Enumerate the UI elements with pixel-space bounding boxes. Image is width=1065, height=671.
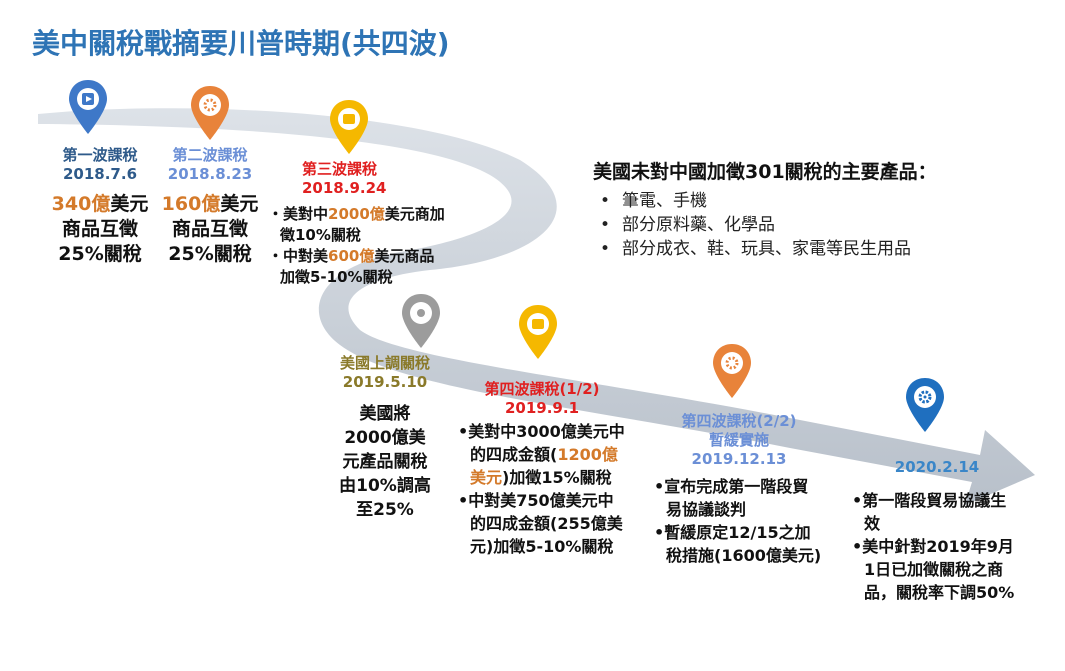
- page-title: 美中關稅戰摘要川普時期(共四波): [32, 27, 450, 60]
- stage-bullets: •第一階段貿易協議生效 •美中針對2019年9月1日已加徵關稅之商品，關稅率下調…: [852, 489, 1022, 604]
- stage-date: 2019.9.1: [504, 399, 580, 417]
- bullet-item: •暫緩原定12/15之加稅措施(1600億美元): [654, 523, 822, 565]
- map-pin-wave4b: [713, 344, 751, 398]
- map-pin-wave4a: [519, 305, 557, 359]
- map-pin-wave1: [69, 80, 107, 134]
- stage-date: 2019.12.13: [691, 450, 787, 468]
- stage-wave4b: 第四波課稅(2/2) 暫緩實施 2019.12.13 •宣布完成第一階段貿易協議…: [654, 412, 824, 567]
- stage-amount: 160億美元: [161, 193, 259, 215]
- bullet-item: •美對中3000億美元中的四成金額(1200億美元)加徵15%關稅: [458, 422, 625, 487]
- stage-label: 第四波課稅(1/2): [484, 380, 600, 398]
- bullet-item: •宣布完成第一階段貿易協議談判: [654, 477, 809, 519]
- stage-date: 2019.5.10: [342, 373, 428, 391]
- stage-date: 2018.7.6: [62, 165, 138, 183]
- stage-wave4a: 第四波課稅(1/2) 2019.9.1 •美對中3000億美元中的四成金額(12…: [458, 380, 626, 558]
- box-icon: [343, 114, 355, 124]
- bullet-item: ・中對美600億美元商品加徵5-10%關稅: [268, 247, 435, 286]
- stage-line: 元產品關稅: [342, 452, 428, 472]
- stage-label: 第一波課稅: [62, 146, 138, 164]
- stage-wave2: 第二波課稅 2018.8.23 160億美元 商品互徵 25%關稅: [150, 146, 270, 267]
- stage-bullets: ・美對中2000億美元商加徵10%關稅 ・中對美600億美元商品加徵5-10%關…: [268, 204, 448, 288]
- stage-us-raise: 美國上調關稅 2019.5.10 美國將 2000億美 元產品關稅 由10%調高…: [325, 354, 445, 522]
- map-pin-wave3: [330, 100, 368, 154]
- bullet-item: •中對美750億美元中的四成金額(255億美元)加徵5-10%關稅: [458, 491, 623, 556]
- stage-date: 2020.2.14: [894, 458, 980, 476]
- stage-label: 美國上調關稅: [339, 354, 430, 372]
- map-pin-us-raise: [402, 294, 440, 348]
- pin-icon: [417, 309, 425, 317]
- stage-line: 2000億美: [344, 428, 426, 448]
- product-item: 部分成衣、鞋、玩具、家電等民生用品: [600, 237, 911, 261]
- stage-date: 2018.9.24: [302, 179, 387, 197]
- stage-line: 由10%調高: [339, 476, 431, 496]
- stage-amount: 340億美元: [51, 193, 149, 215]
- stage-wave3: 第三波課稅 2018.9.24 ・美對中2000億美元商加徵10%關稅 ・中對美…: [268, 160, 448, 288]
- stage-bullets: •宣布完成第一階段貿易協議談判 •暫緩原定12/15之加稅措施(1600億美元): [654, 475, 824, 567]
- product-item: 部分原料藥、化學品: [600, 213, 911, 237]
- bullet-item: ・美對中2000億美元商加徵10%關稅: [268, 205, 445, 244]
- stage-line: 至25%: [356, 500, 414, 520]
- play-icon: [82, 93, 94, 105]
- stage-line: 25%關稅: [58, 243, 142, 265]
- stage-line: 25%關稅: [168, 243, 252, 265]
- stage-date: 2018.8.23: [167, 165, 253, 183]
- stage-label: 第四波課稅(2/2): [681, 412, 797, 430]
- stage-line: 美國將: [359, 404, 411, 424]
- products-list: 筆電、手機 部分原料藥、化學品 部分成衣、鞋、玩具、家電等民生用品: [600, 189, 911, 261]
- stage-wave1: 第一波課稅 2018.7.6 340億美元 商品互徵 25%關稅: [40, 146, 160, 267]
- gear-icon: [918, 390, 932, 404]
- bullet-item: •美中針對2019年9月1日已加徵關稅之商品，關稅率下調50%: [852, 537, 1015, 602]
- stage-final: 2020.2.14 •第一階段貿易協議生效 •美中針對2019年9月1日已加徵關…: [852, 458, 1022, 604]
- map-pin-wave2: [191, 86, 229, 140]
- stage-bullets: •美對中3000億美元中的四成金額(1200億美元)加徵15%關稅 •中對美75…: [458, 420, 626, 558]
- product-item: 筆電、手機: [600, 189, 911, 213]
- map-pin-final: [906, 378, 944, 432]
- stage-line: 商品互徵: [61, 218, 138, 240]
- stage-label: 第二波課稅: [172, 146, 248, 164]
- cog-icon: [203, 98, 217, 112]
- box-icon: [532, 319, 544, 329]
- stage-label-2: 暫緩實施: [708, 431, 769, 449]
- products-title: 美國未對中國加徵301關稅的主要產品：: [593, 161, 937, 183]
- stage-label: 第三波課稅: [302, 160, 378, 178]
- stage-line: 商品互徵: [171, 218, 248, 240]
- stage-lines: 美國將 2000億美 元產品關稅 由10%調高 至25%: [325, 402, 445, 522]
- cog-icon: [725, 356, 739, 370]
- road-body: [38, 108, 1035, 506]
- bullet-item: •第一階段貿易協議生效: [852, 491, 1007, 533]
